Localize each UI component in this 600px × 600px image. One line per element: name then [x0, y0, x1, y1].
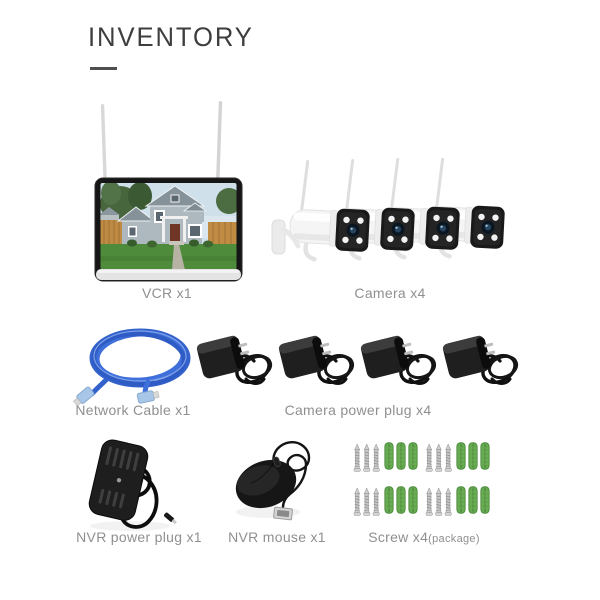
- camera-power-plug-label: Camera power plug x4: [284, 402, 432, 418]
- vcr-monitor-with-antennas-image: [94, 101, 243, 282]
- camera-label: Camera x4: [354, 285, 426, 301]
- black-power-adapters-image: [194, 331, 522, 390]
- screw-label: Screw x4(package): [334, 529, 514, 545]
- title-underline: [90, 67, 117, 70]
- inventory-item-camera-power-plug: [190, 325, 524, 401]
- network-cable-label: Network Cable x1: [75, 402, 191, 418]
- coiled-blue-ethernet-cable-image: [73, 328, 191, 407]
- vcr-label: VCR x1: [141, 285, 193, 301]
- inventory-item-network-cable: [70, 324, 210, 408]
- nvr-power-plug-label: NVR power plug x1: [76, 529, 202, 545]
- inventory-item-nvr-mouse: [226, 436, 334, 530]
- camera-wall-mount: [271, 219, 301, 255]
- nvr-mouse-label: NVR mouse x1: [228, 529, 326, 545]
- inventory-item-vcr: [82, 98, 252, 284]
- inventory-item-nvr-power-plug: [82, 434, 194, 532]
- usb-connector: [273, 506, 293, 521]
- power-connector-tip: [164, 512, 177, 525]
- wired-usb-mouse-image: [235, 441, 311, 521]
- screws-and-wall-anchors-image: [352, 440, 492, 520]
- page-title: INVENTORY: [88, 22, 254, 52]
- inventory-item-screw: [352, 440, 492, 520]
- screw-label-main: Screw x4: [368, 529, 429, 545]
- rj45-connector: [136, 390, 160, 404]
- black-power-adapter-cord-image: [88, 439, 177, 531]
- scroll-wheel: [272, 456, 281, 468]
- rj45-connector: [73, 386, 95, 407]
- inventory-item-camera: [268, 158, 523, 285]
- wireless-bullet-cameras-image: [271, 158, 523, 285]
- screw-label-suffix: (package): [428, 533, 480, 545]
